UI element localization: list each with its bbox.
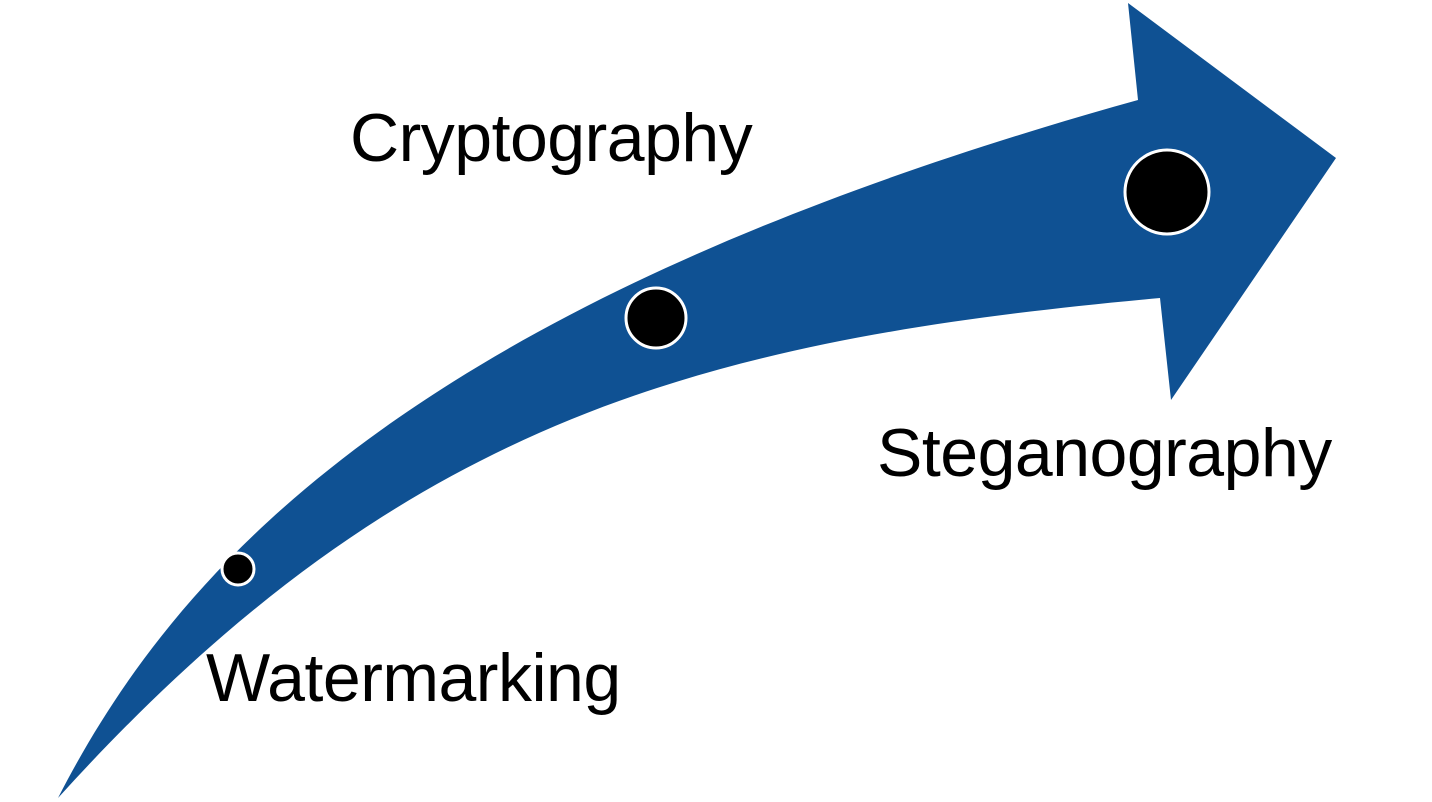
marker-watermarking xyxy=(220,551,256,587)
stage-label-cryptography: Cryptography xyxy=(350,100,753,176)
stage-label-steganography: Steganography xyxy=(877,415,1332,491)
curved-arrow xyxy=(58,3,1336,798)
marker-steganography xyxy=(1123,148,1211,236)
marker-cryptography xyxy=(624,286,688,350)
stage-label-watermarking: Watermarking xyxy=(206,640,621,716)
